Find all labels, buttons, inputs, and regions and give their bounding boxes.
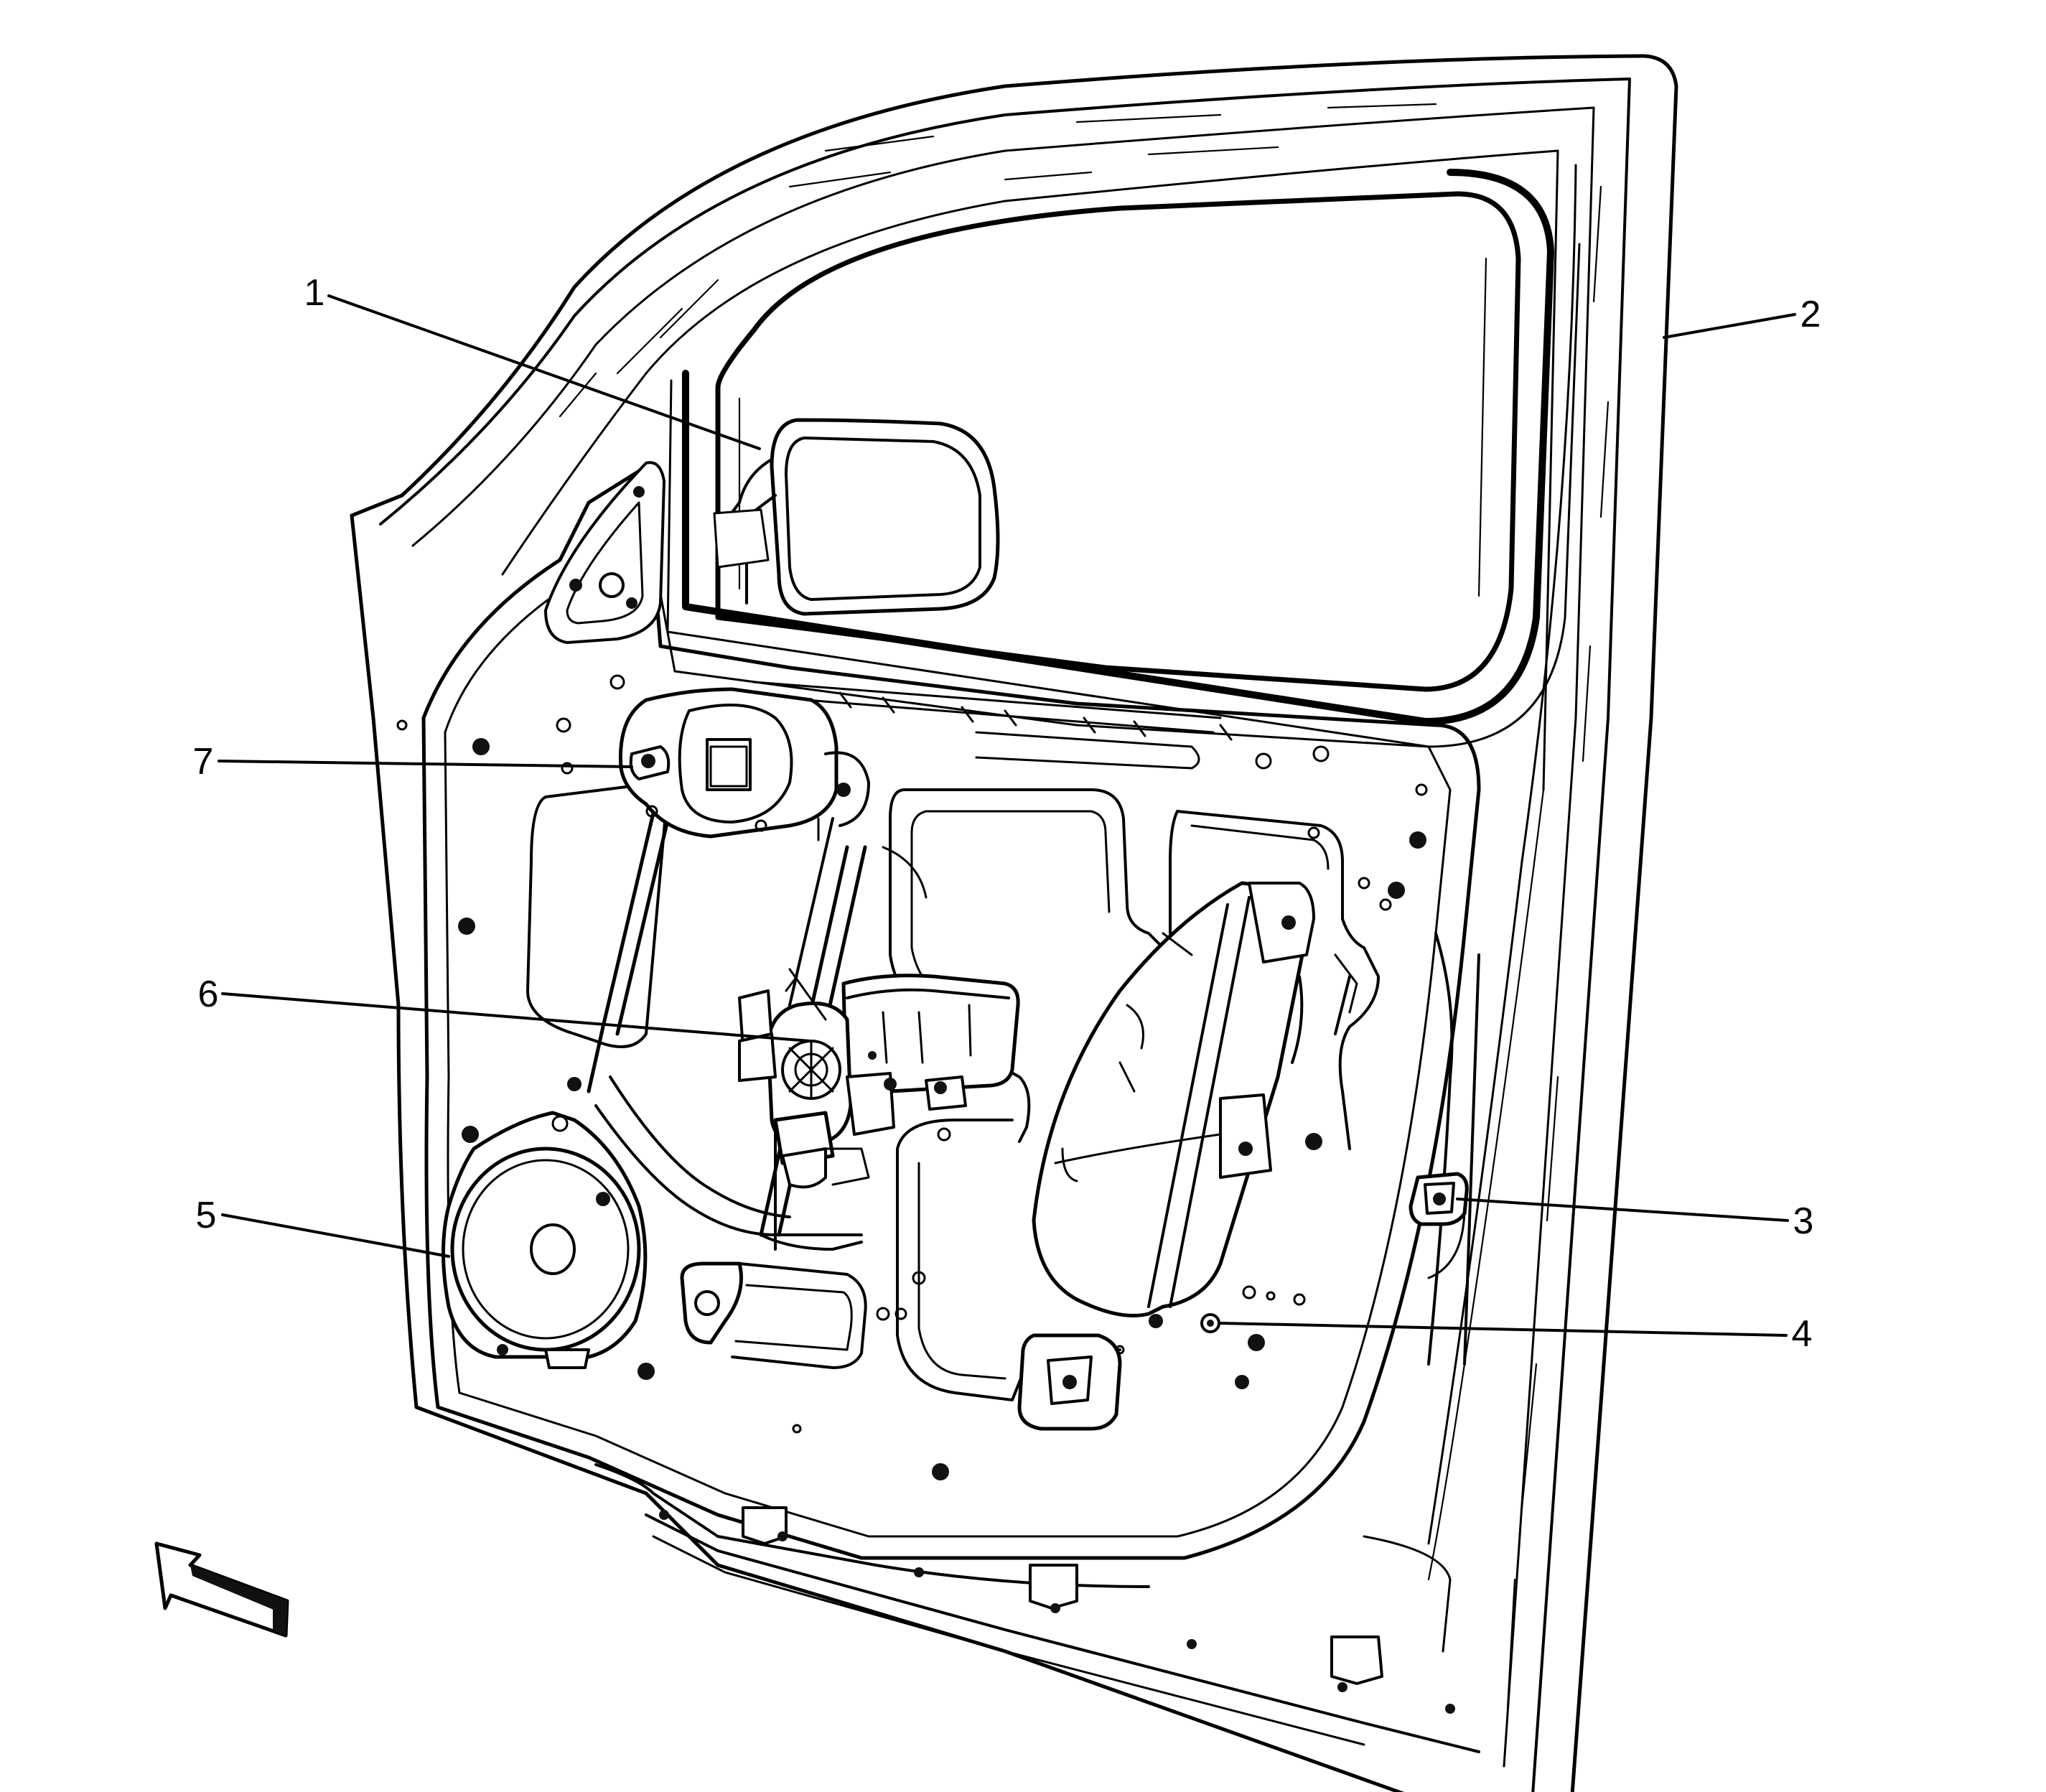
leader-line-1 — [327, 294, 761, 450]
window-regulator-motor — [738, 968, 1020, 1189]
callout-6: 6 — [198, 974, 219, 1015]
leader-line-7 — [218, 760, 633, 768]
front-of-vehicle-arrow — [154, 1541, 289, 1638]
fasteners — [396, 674, 1428, 1480]
rear-regulator-guide — [1032, 881, 1351, 1317]
door-check-link — [1409, 1172, 1469, 1226]
callout-labels: 1 2 3 4 5 6 7 — [193, 272, 1821, 1355]
callout-4: 4 — [1792, 1313, 1813, 1355]
leader-line-6 — [221, 992, 811, 1042]
leader-lines — [218, 294, 1796, 1337]
callout-3: 3 — [1793, 1200, 1814, 1242]
outside-rearview-mirror — [713, 418, 1000, 616]
leader-line-4 — [1219, 1322, 1788, 1337]
callout-1: 1 — [304, 272, 325, 314]
leader-line-5 — [221, 1213, 450, 1258]
callout-7: 7 — [193, 741, 214, 783]
leader-line-3 — [1456, 1198, 1789, 1222]
window-opening — [666, 169, 1581, 748]
callout-2: 2 — [1800, 294, 1821, 335]
speaker — [442, 1111, 648, 1369]
mirror-mount-tweeter-housing — [618, 687, 870, 839]
callout-5: 5 — [196, 1195, 217, 1236]
clip — [1200, 1313, 1220, 1333]
leader-line-2 — [1663, 313, 1796, 339]
door-frame — [350, 54, 1678, 1792]
lower-panel-details — [594, 932, 1480, 1753]
